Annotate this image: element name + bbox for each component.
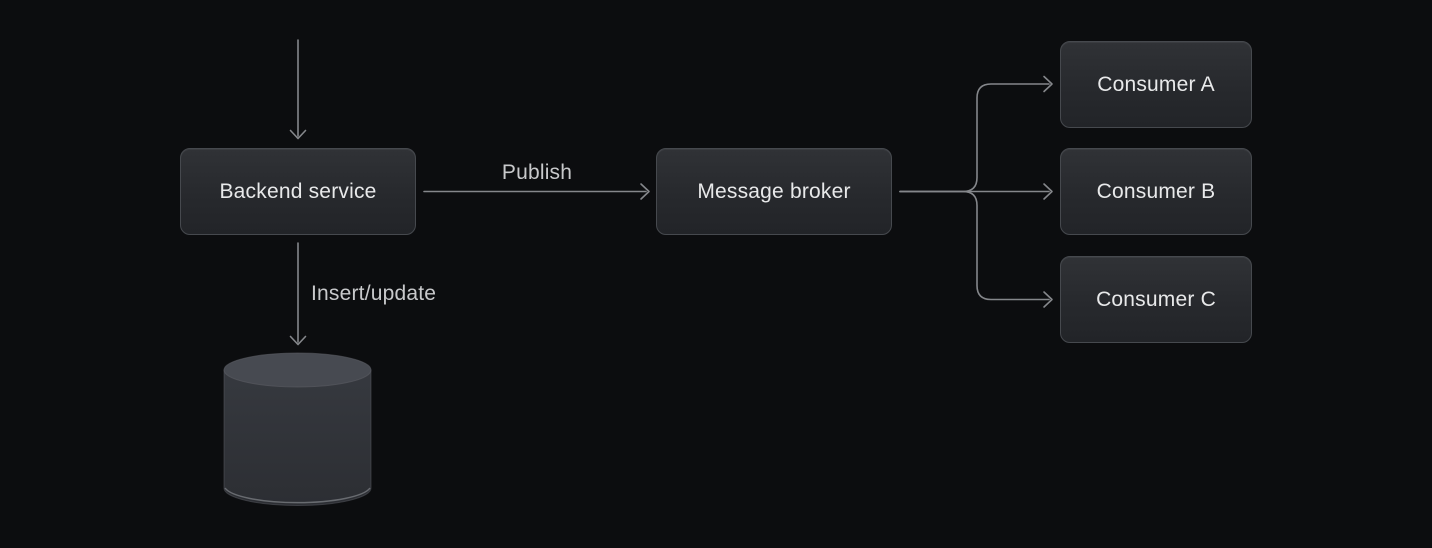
node-consumer-c: Consumer C	[1060, 256, 1252, 343]
node-message-broker: Message broker	[656, 148, 892, 235]
node-consumer-b-label: Consumer B	[1096, 179, 1216, 203]
arrowhead-icon	[289, 129, 307, 140]
edge-label-publish: Publish	[501, 161, 573, 184]
node-consumer-a-label: Consumer A	[1097, 72, 1215, 96]
edge-broker-to-consumer-c	[899, 190, 1053, 308]
edge-backend-to-broker	[423, 183, 650, 200]
arrowhead-icon	[640, 183, 650, 200]
node-message-broker-label: Message broker	[697, 179, 851, 203]
node-backend-service: Backend service	[180, 148, 416, 235]
node-backend-service-label: Backend service	[219, 179, 377, 203]
arrowhead-icon	[289, 335, 307, 346]
arrowhead-icon	[1043, 291, 1053, 308]
edge-into-backend	[289, 39, 307, 140]
arrowhead-icon	[1043, 183, 1053, 200]
node-consumer-a: Consumer A	[1060, 41, 1252, 128]
node-consumer-b: Consumer B	[1060, 148, 1252, 235]
arrowhead-icon	[1043, 75, 1053, 93]
edge-backend-to-database	[289, 242, 307, 346]
database-cylinder-icon	[223, 352, 372, 506]
node-consumer-c-label: Consumer C	[1096, 287, 1216, 311]
edge-label-insert-update: Insert/update	[311, 282, 437, 305]
edge-broker-to-consumer-b	[899, 183, 1053, 200]
edge-broker-to-consumer-a	[899, 75, 1053, 193]
